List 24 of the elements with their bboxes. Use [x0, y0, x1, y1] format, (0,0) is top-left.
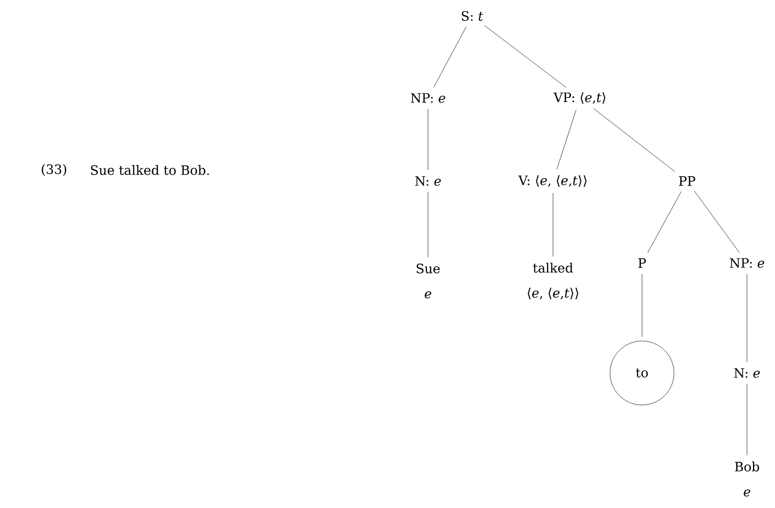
tree-branch	[556, 110, 576, 170]
example-sentence: Sue talked to Bob.	[91, 165, 209, 175]
example-number: (33)	[42, 164, 66, 176]
tree-branch	[433, 26, 467, 88]
tree-label: NP: e	[730, 258, 764, 268]
tree-label: Sue e	[416, 264, 440, 298]
tree-branch	[746, 384, 748, 456]
tree-label: P	[638, 258, 646, 268]
tree-label: NP: e	[410, 93, 446, 103]
tree-label: Bob e	[734, 462, 760, 496]
tree-label: PP	[679, 176, 696, 186]
tree-label: S: t	[462, 11, 484, 21]
tree-branch	[484, 25, 567, 88]
tree-label: N: e	[415, 176, 441, 186]
tree-branch	[593, 108, 676, 172]
tree-label: V: ⟨e, ⟨e,t⟩⟩	[518, 175, 586, 187]
tree-branch	[552, 192, 554, 257]
tree-label: VP: ⟨e,t⟩	[553, 92, 606, 104]
tree-label: talked ⟨e, ⟨e,t⟩⟩	[528, 262, 578, 300]
tree-label: N: e	[734, 368, 760, 378]
tree-branch	[694, 190, 740, 253]
circled-word: to	[610, 340, 674, 406]
tree-branch	[648, 191, 682, 253]
tree-branch	[746, 274, 748, 362]
